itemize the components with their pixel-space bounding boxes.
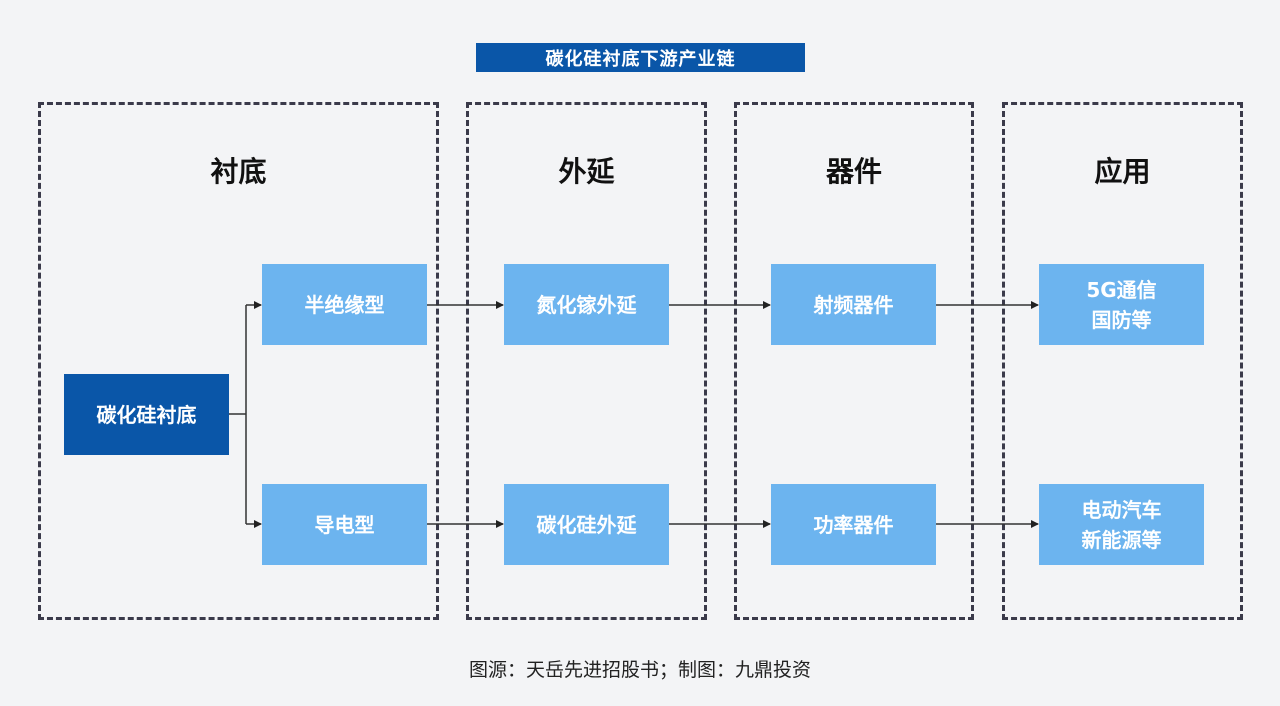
node-label-line1: 5G通信 — [1086, 277, 1157, 302]
node-label: 功率器件 — [813, 512, 894, 537]
heading-device: 器件 — [825, 155, 882, 188]
node-label-line1: 电动汽车 — [1081, 497, 1162, 522]
node-semi-insulating: 半绝缘型 — [262, 264, 427, 345]
heading-substrate: 衬底 — [210, 155, 267, 188]
node-power-device: 功率器件 — [771, 484, 936, 565]
node-sic-epi: 碳化硅外延 — [504, 484, 669, 565]
node-label: 碳化硅外延 — [536, 512, 637, 537]
node-label: 射频器件 — [813, 292, 894, 317]
node-rf-device: 射频器件 — [771, 264, 936, 345]
diagram-title: 碳化硅衬底下游产业链 — [476, 43, 805, 72]
source-caption: 图源：天岳先进招股书；制图：九鼎投资 — [468, 659, 811, 681]
node-app-ev-energy: 电动汽车 新能源等 — [1039, 484, 1204, 565]
panel-application — [1002, 102, 1243, 620]
node-label-line2: 新能源等 — [1081, 527, 1162, 552]
panel-device — [734, 102, 974, 620]
node-label: 半绝缘型 — [304, 292, 385, 317]
node-conductive: 导电型 — [262, 484, 427, 565]
panel-epitaxy — [466, 102, 707, 620]
node-label: 碳化硅衬底 — [96, 402, 197, 427]
node-label: 导电型 — [314, 512, 375, 537]
heading-epitaxy: 外延 — [558, 155, 615, 188]
node-gan-epi: 氮化镓外延 — [504, 264, 669, 345]
node-sic-substrate: 碳化硅衬底 — [64, 374, 229, 455]
node-label: 氮化镓外延 — [536, 292, 637, 317]
panel-substrate — [38, 102, 439, 620]
node-app-5g-defense: 5G通信 国防等 — [1039, 264, 1204, 345]
node-label-line2: 国防等 — [1091, 307, 1152, 332]
heading-application: 应用 — [1094, 155, 1151, 188]
